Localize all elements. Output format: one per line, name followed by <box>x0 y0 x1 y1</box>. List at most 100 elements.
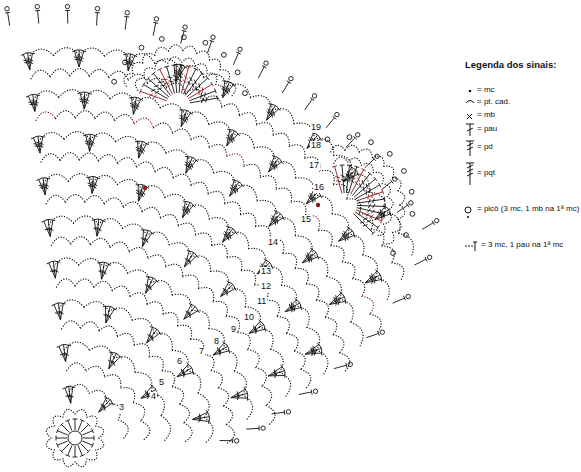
chain-loop <box>184 423 192 442</box>
stitch-symbol <box>95 12 100 25</box>
chain-loop <box>146 232 169 245</box>
row-number: 13 <box>260 267 272 277</box>
chain-loop <box>228 82 236 96</box>
chain-loop <box>227 154 244 166</box>
chain-loop <box>257 123 274 136</box>
stitch-symbol <box>221 286 237 296</box>
chain-loop <box>180 404 190 423</box>
chain-loop <box>63 459 75 467</box>
stitch-symbol <box>184 309 199 320</box>
chain-loop <box>210 59 221 69</box>
chain-loop <box>56 111 76 119</box>
chain-loop <box>142 186 165 198</box>
chain-loop <box>232 134 254 148</box>
chain-loop <box>118 420 128 440</box>
stitch-symbol <box>99 401 114 412</box>
legend-entry: = picô (3 mc, 1 mb na 1ª mc) <box>477 205 581 214</box>
chain-loop <box>104 198 123 207</box>
picot <box>95 6 99 10</box>
stitch-symbol <box>142 232 154 247</box>
chain-loop <box>155 47 169 55</box>
legend-heading: Legenda dos sinais: <box>465 60 556 70</box>
chain-loop <box>172 387 183 405</box>
chain-loop <box>163 313 178 326</box>
stitch-symbol <box>60 423 70 433</box>
stitch-symbol <box>139 142 149 158</box>
chain-loop <box>96 438 104 450</box>
chain-loop <box>371 230 384 246</box>
chain-loop <box>117 333 134 345</box>
chain-loop <box>393 219 401 232</box>
chain-loop <box>227 257 242 271</box>
chain-loop <box>273 109 294 124</box>
chain-loop <box>353 279 365 296</box>
chain-loop <box>271 349 283 372</box>
picot <box>369 140 374 145</box>
chain-loop <box>161 214 179 225</box>
legend-entry: = pt. cad. <box>477 98 581 107</box>
stitch-symbol <box>83 436 94 441</box>
picot <box>347 135 352 140</box>
chain-loop <box>219 388 229 406</box>
chain-loop <box>56 279 75 287</box>
chain-loop <box>262 386 272 405</box>
stitch-symbol <box>365 273 381 283</box>
picot <box>380 330 384 334</box>
stitch-symbol <box>73 419 78 430</box>
row-number: 19 <box>310 123 322 133</box>
chain-loop <box>91 238 111 247</box>
stitch-symbol <box>84 93 91 110</box>
stitch-symbol <box>60 303 66 320</box>
stitch-symbol <box>326 116 336 128</box>
stitch-symbol <box>332 166 342 194</box>
stitch-symbol <box>65 419 72 430</box>
stitch-symbol <box>82 428 93 435</box>
chain-loop <box>36 112 56 120</box>
chain-loop <box>85 195 104 203</box>
chain-loop <box>211 371 222 388</box>
stitch-symbol <box>393 296 406 303</box>
picot <box>243 91 248 96</box>
stitch-symbol <box>177 370 194 377</box>
stitch-symbol <box>305 98 315 110</box>
stitch-symbol <box>55 261 61 278</box>
stitch-symbol <box>249 323 265 334</box>
chain-loop <box>53 416 63 426</box>
chain-loop <box>178 325 192 339</box>
marker-dot <box>143 186 147 190</box>
row-number: 9 <box>230 325 237 335</box>
chain-loop <box>75 279 94 287</box>
stitch-symbol <box>70 387 76 404</box>
chain-loop <box>384 233 394 245</box>
stitch-symbol <box>346 136 357 147</box>
row-number: 6 <box>176 357 183 367</box>
chain-loop <box>267 300 280 316</box>
stitch-symbol <box>227 130 237 146</box>
chain-loop <box>118 158 137 167</box>
row-number: 11 <box>256 297 267 307</box>
stitch-symbol <box>190 96 218 104</box>
picot <box>313 389 317 393</box>
stitch-symbol <box>92 177 100 193</box>
legend-entry: = 3 mc, 1 pau na 1ª mc <box>481 241 581 250</box>
picot <box>356 133 360 137</box>
stitch-symbol <box>146 279 159 293</box>
chain-loop <box>191 136 209 147</box>
picot <box>125 11 129 15</box>
stitch-symbol <box>102 263 111 279</box>
stitch-symbol <box>56 441 67 448</box>
chain-loop <box>196 233 212 246</box>
stitch-symbol <box>222 230 237 242</box>
chain-loop <box>31 70 50 78</box>
chain-loop <box>46 426 54 438</box>
chain-loop <box>325 317 336 335</box>
stitch-symbol <box>213 348 230 355</box>
stitch-symbol <box>109 355 122 369</box>
stitch-symbol <box>133 98 143 114</box>
stitch-symbol <box>182 201 192 217</box>
stitch-symbol <box>138 186 149 202</box>
stitch-symbol <box>78 445 85 456</box>
chain-loop <box>178 223 195 235</box>
picot <box>211 35 215 39</box>
stitch-symbol <box>73 446 78 457</box>
